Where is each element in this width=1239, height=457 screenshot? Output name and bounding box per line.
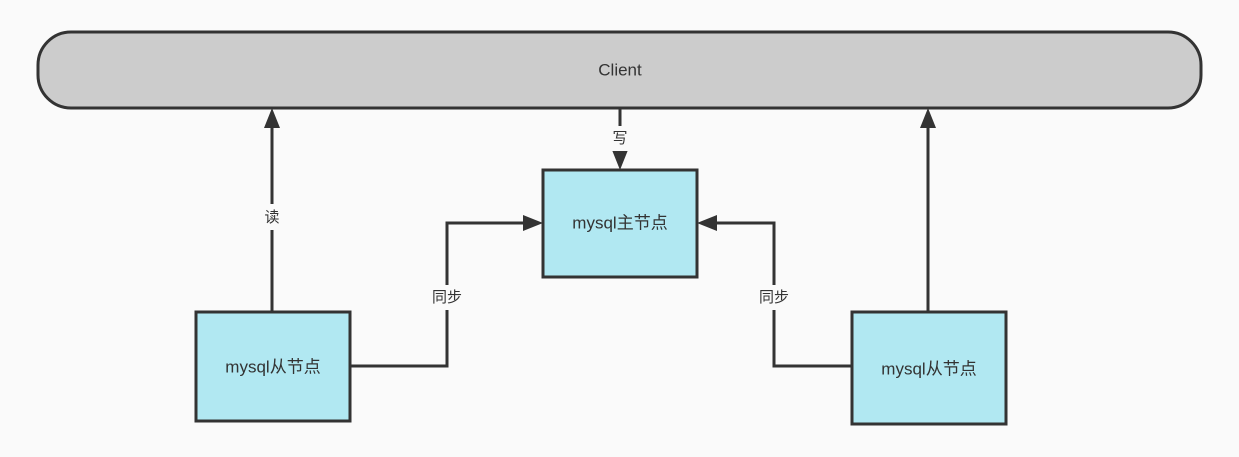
edge-label-write-bg bbox=[610, 126, 631, 151]
client-label: Client bbox=[598, 60, 642, 79]
edge-label-sync-left-text: 同步 bbox=[432, 289, 462, 306]
mysql-slave-left-label: mysql从节点 bbox=[225, 357, 320, 376]
node-client[interactable]: Client bbox=[36, 30, 1203, 110]
edge-write-arrowhead bbox=[612, 150, 628, 170]
edge-label-sync-right-bg bbox=[746, 285, 802, 310]
edge-sync-left-arrowhead bbox=[523, 215, 543, 231]
edge-read-right-arrowhead bbox=[920, 108, 936, 128]
edge-label-sync-left: 同步 bbox=[419, 285, 475, 310]
edge-label-read-bg bbox=[262, 204, 283, 230]
mysql-master-shape bbox=[541, 168, 699, 279]
node-mysql-slave-left[interactable]: mysql从节点 bbox=[194, 310, 352, 423]
edge-label-read: 读 bbox=[262, 204, 283, 230]
edge-label-read-text: 读 bbox=[264, 209, 279, 226]
edge-labels-layer: 读 写 同步 同步 bbox=[262, 126, 802, 310]
mysql-slave-right-label: mysql从节点 bbox=[881, 359, 976, 378]
node-mysql-slave-right[interactable]: mysql从节点 bbox=[850, 310, 1008, 426]
mysql-master-label: mysql主节点 bbox=[572, 213, 667, 232]
edge-sync-right-arrowhead bbox=[697, 215, 717, 231]
edge-label-write: 写 bbox=[610, 126, 631, 151]
edge-label-sync-right-text: 同步 bbox=[759, 289, 789, 306]
node-mysql-master[interactable]: mysql主节点 bbox=[541, 168, 699, 279]
edge-label-write-text: 写 bbox=[612, 130, 627, 147]
client-shape bbox=[36, 30, 1203, 110]
edge-label-sync-right: 同步 bbox=[746, 285, 802, 310]
mysql-slave-left-shape bbox=[194, 310, 352, 423]
mysql-slave-right-shape bbox=[850, 310, 1008, 426]
edge-read-right[interactable] bbox=[920, 108, 936, 312]
edge-label-sync-left-bg bbox=[419, 285, 475, 310]
edge-read-arrowhead bbox=[264, 108, 280, 128]
nodes-layer: Client mysql主节点 mysql从节点 mysql从节点 bbox=[36, 30, 1203, 426]
